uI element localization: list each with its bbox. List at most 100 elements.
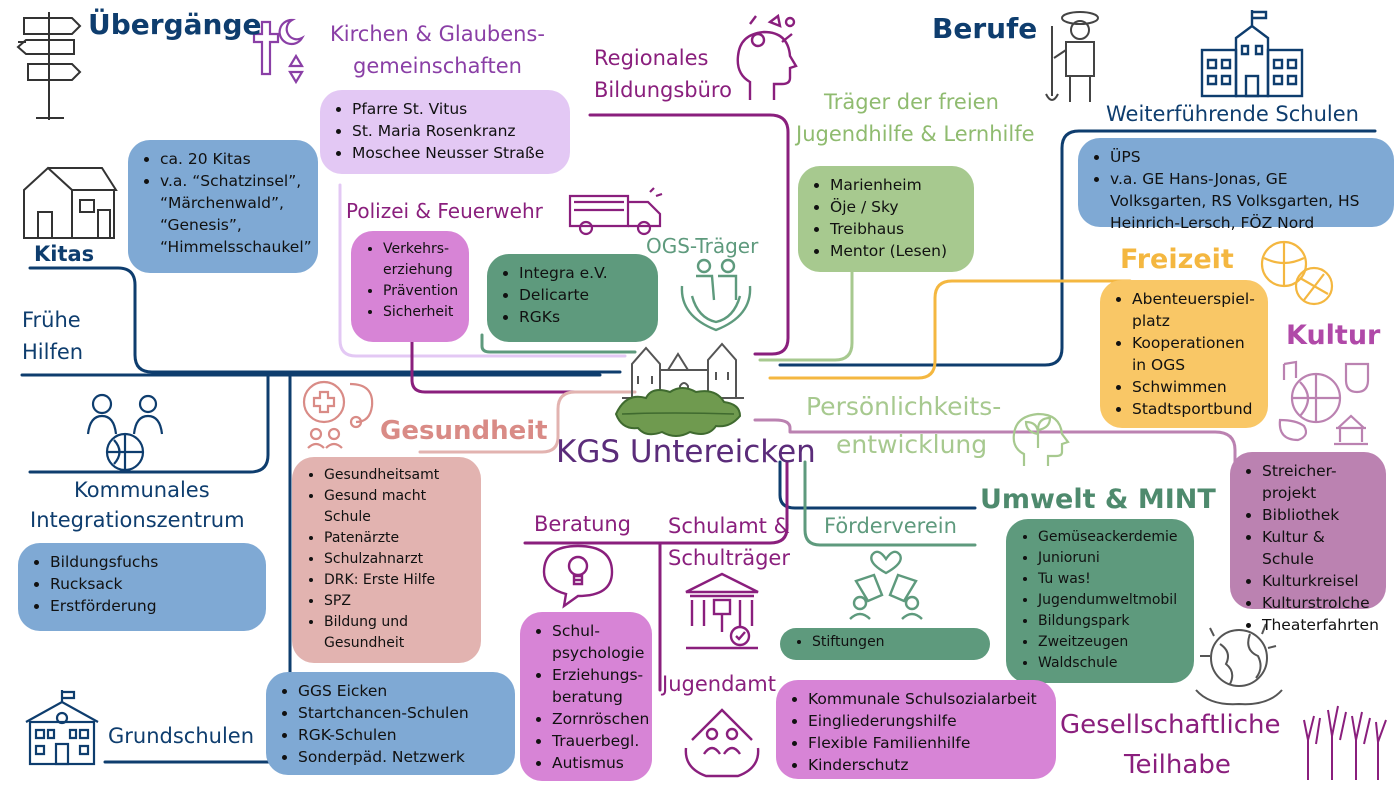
heading-gesundheit: Gesundheit — [380, 416, 548, 446]
list-item: RGKs — [519, 306, 646, 328]
list-item: Gemüseackerdemie — [1038, 527, 1182, 548]
list-item: Mentor (Lesen) — [830, 240, 962, 262]
grundschulen-list: GGS EickenStartchancen-SchulenRGK-Schule… — [278, 680, 503, 768]
list-item: Streicher-projekt — [1262, 460, 1374, 504]
box-gesundheit: GesundheitsamtGesund macht SchulePatenär… — [292, 457, 481, 663]
list-item: Pfarre St. Vitus — [352, 98, 558, 120]
list-item: Treibhaus — [830, 218, 962, 240]
heading-teilhabe-2: Teilhabe — [1124, 750, 1231, 780]
lightbulb-chat-icon — [540, 542, 616, 609]
ogs-list: Integra e.V.DelicarteRGKs — [499, 262, 646, 328]
earth-hands-icon — [1190, 616, 1288, 710]
list-item: Bildungsfuchs — [50, 551, 254, 573]
freizeit-list: Abenteuerspiel-platzKooperationen in OGS… — [1112, 288, 1256, 420]
list-item: Junioruni — [1038, 548, 1182, 569]
court-building-icon — [682, 570, 762, 652]
kirchen-list: Pfarre St. VitusSt. Maria RosenkranzMosc… — [332, 98, 558, 164]
signpost-icon — [14, 8, 84, 122]
heading-beratung: Beratung — [534, 512, 632, 536]
heading-integration-1: Kommunales — [74, 478, 210, 502]
culture-icon — [1276, 358, 1372, 448]
list-item: Kooperationen in OGS — [1132, 332, 1256, 376]
farmer-icon — [1040, 6, 1110, 106]
list-item: Stiftungen — [812, 632, 978, 653]
heading-foerderverein: Förderverein — [824, 514, 957, 538]
list-item: SPZ — [324, 591, 469, 612]
list-item: Schwimmen — [1132, 376, 1256, 398]
heading-kultur: Kultur — [1286, 320, 1381, 351]
list-item: Kinderschutz — [808, 754, 1044, 776]
list-item: Verkehrs-erziehung — [383, 239, 457, 281]
box-grundschulen: GGS EickenStartchancen-SchulenRGK-Schule… — [266, 672, 515, 775]
list-item: Öje / Sky — [830, 196, 962, 218]
heading-persoenlich-1: Persönlichkeits- — [806, 392, 1002, 421]
foerderverein-list: Stiftungen — [792, 632, 978, 653]
box-weiterf: ÜPSv.a. GE Hans-Jonas, GE Volksgarten, R… — [1078, 138, 1394, 232]
list-item: Gesund macht Schule — [324, 486, 469, 528]
health-icon — [298, 378, 380, 450]
care-family-icon — [848, 545, 924, 620]
heading-fruehe-1: Frühe — [22, 308, 81, 332]
list-item: Startchancen-Schulen — [298, 702, 503, 724]
heading-kirchen-1: Kirchen & Glaubens- — [330, 22, 545, 46]
box-jugendamt: Kommunale SchulsozialarbeitEingliederung… — [776, 680, 1056, 779]
box-ogs: Integra e.V.DelicarteRGKs — [487, 254, 658, 342]
oak-leaf-icon — [612, 384, 744, 440]
kultur-list: Streicher-projektBibliothekKultur & Schu… — [1242, 460, 1379, 636]
heading-grundschulen: Grundschulen — [108, 724, 255, 748]
list-item: Rucksack — [50, 573, 254, 595]
list-item: Trauerbegl. — [552, 730, 640, 752]
box-integration: BildungsfuchsRucksackErstförderung — [18, 543, 266, 631]
polizei-list: Verkehrs-erziehungPräventionSicherheit — [363, 239, 458, 323]
list-item: Patenärzte — [324, 528, 469, 549]
heading-freizeit: Freizeit — [1120, 244, 1234, 275]
heading-umwelt: Umwelt & MINT — [980, 484, 1216, 515]
list-item: RGK-Schulen — [298, 724, 503, 746]
list-item: Abenteuerspiel-platz — [1132, 288, 1256, 332]
weiterf-list: ÜPSv.a. GE Hans-Jonas, GE Volksgarten, R… — [1090, 146, 1382, 234]
list-item: Prävention — [383, 281, 458, 302]
house-icon — [18, 160, 118, 240]
box-kitas: ca. 20 Kitasv.a. “Schatzinsel”, “Märchen… — [128, 140, 318, 273]
list-item: GGS Eicken — [298, 680, 503, 702]
heading-polizei: Polizei & Feuerwehr — [346, 199, 543, 223]
list-item: Kulturkreisel — [1262, 570, 1374, 592]
list-item: Schul-psychologie — [552, 620, 644, 664]
heading-fruehe-2: Hilfen — [22, 340, 84, 364]
sports-balls-icon — [1258, 238, 1338, 308]
heading-schulamt-1: Schulamt & — [668, 514, 790, 538]
head-ideas-icon — [730, 12, 808, 104]
list-item: Schulzahnarzt — [324, 549, 469, 570]
primary-school-icon — [22, 688, 102, 766]
box-kirchen: Pfarre St. VitusSt. Maria RosenkranzMosc… — [320, 90, 570, 174]
list-item: Bibliothek — [1262, 504, 1374, 526]
list-item: Integra e.V. — [519, 262, 646, 284]
list-item: Stadtsportbund — [1132, 398, 1256, 420]
heading-integration-2: Integrationszentrum — [30, 508, 245, 532]
gesundheit-list: GesundheitsamtGesund macht SchulePatenär… — [304, 465, 469, 654]
list-item: Theaterfahrten — [1262, 614, 1379, 636]
box-umwelt: GemüseackerdemieJunioruniTu was!Jugendum… — [1006, 519, 1194, 683]
heading-bildungsbuero-2: Bildungsbüro — [594, 78, 732, 102]
list-item: Tu was! — [1038, 569, 1182, 590]
kitas-list: ca. 20 Kitasv.a. “Schatzinsel”, “Märchen… — [140, 148, 312, 258]
list-item: Flexible Familienhilfe — [808, 732, 1044, 754]
heading-uebergaenge: Übergänge — [88, 8, 262, 41]
list-item: Waldschule — [1038, 653, 1182, 674]
fire-truck-icon — [568, 186, 664, 238]
heading-traeger-2: Jugendhilfe & Lernhilfe — [796, 122, 1035, 146]
list-item: ÜPS — [1110, 146, 1382, 168]
list-item: Autismus — [552, 752, 640, 774]
list-item: Marienheim — [830, 174, 962, 196]
box-kultur: Streicher-projektBibliothekKultur & Schu… — [1230, 452, 1386, 634]
plant-head-icon — [1008, 404, 1074, 468]
list-item: v.a. GE Hans-Jonas, GE Volksgarten, RS V… — [1110, 168, 1382, 234]
traeger-list: MarienheimÖje / SkyTreibhausMentor (Lese… — [810, 174, 962, 262]
box-traeger: MarienheimÖje / SkyTreibhausMentor (Lese… — [798, 166, 974, 272]
list-item: Sonderpäd. Netzwerk — [298, 746, 503, 768]
heading-teilhabe-1: Gesellschaftliche — [1060, 710, 1281, 740]
beratung-list: Schul-psychologieErziehungs-beratungZorn… — [532, 620, 649, 774]
list-item: Sicherheit — [383, 302, 457, 323]
heading-weiterf: Weiterführende Schulen — [1106, 102, 1359, 126]
